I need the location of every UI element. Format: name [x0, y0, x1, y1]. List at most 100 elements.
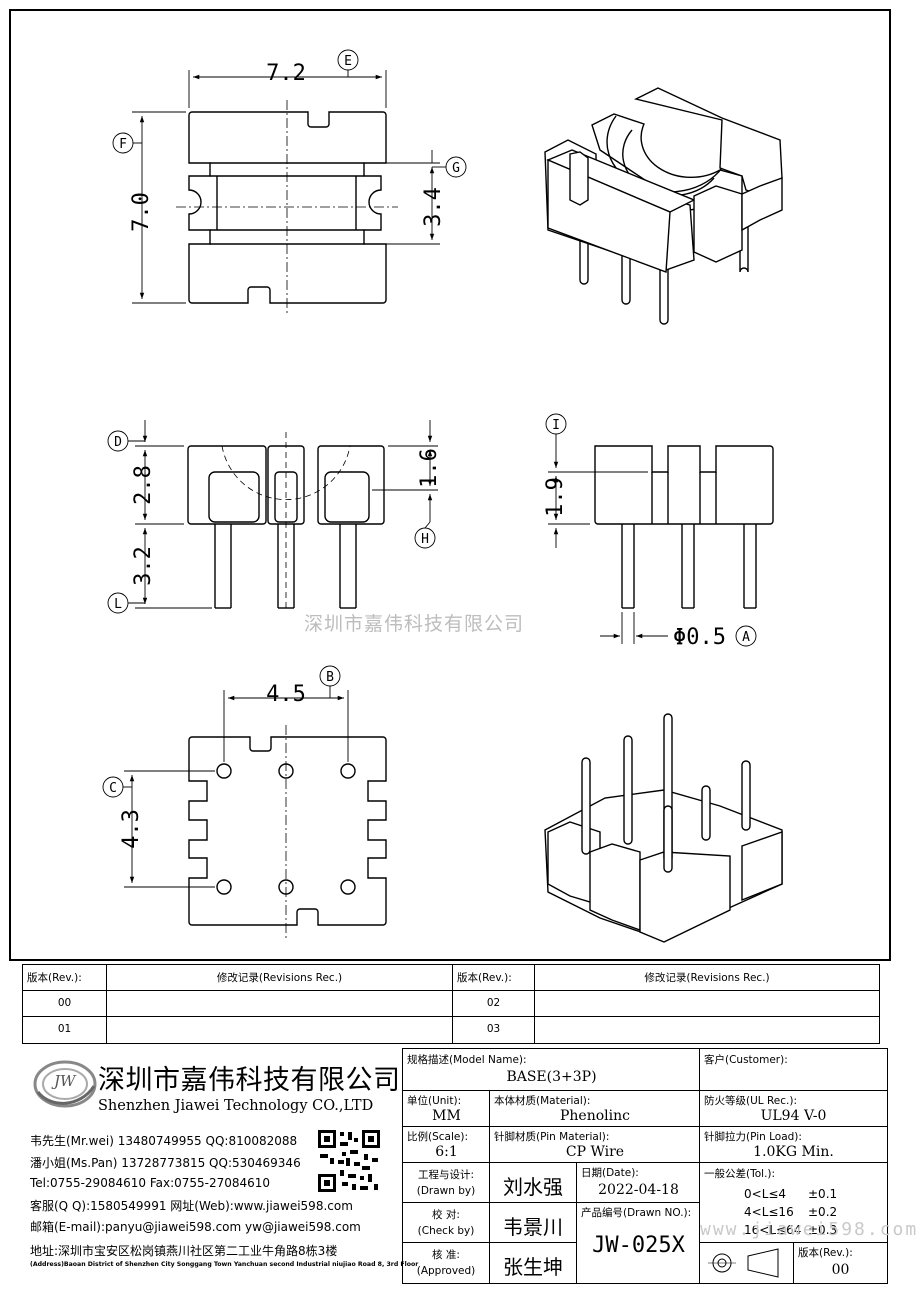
company-logo-text: JW: [54, 1072, 76, 1090]
side-view: [594, 445, 774, 609]
scale-label: 比例(Scale):: [407, 1131, 468, 1143]
revisions-table: 版本(Rev.): 修改记录(Revisions Rec.) 版本(Rev.):…: [22, 964, 880, 1044]
pin-material-label: 针脚材质(Pin Material):: [494, 1131, 610, 1143]
ul-label: 防火等级(UL Rec.):: [704, 1095, 797, 1107]
pin-material-cell: 针脚材质(Pin Material): CP Wire: [490, 1127, 700, 1163]
check-value: 韦景川: [490, 1203, 577, 1243]
pin-material-value: CP Wire: [565, 1144, 625, 1160]
customer-cell: 客户(Customer):: [700, 1049, 887, 1091]
rev-row-1-left: 01: [23, 1017, 107, 1043]
contact-line-5: 地址:深圳市宝安区松岗镇燕川社区第二工业牛角路8栋3楼: [30, 1244, 338, 1258]
front-view-hidden: [221, 432, 351, 612]
drawn-value: 刘水强: [490, 1163, 577, 1203]
contact-line-1: 潘小姐(Ms.Pan) 13728773815 QQ:530469346: [30, 1156, 301, 1170]
tol-value-2: ±0.3: [808, 1223, 838, 1237]
approve-label-cell: 核 准: (Approved): [403, 1243, 490, 1283]
tolerance-cell: 一般公差(Tol.): 0<L≤4 ±0.1 4<L≤16 ±0.2 16<L≤…: [700, 1163, 887, 1243]
rec-header-right: 修改记录(Revisions Rec.): [535, 965, 879, 991]
dim-side-height: 1.9: [543, 477, 568, 517]
tol-value-0: ±0.1: [808, 1187, 838, 1201]
drawing-no-cell: 产品编号(Drawn NO.): JW-025X: [577, 1203, 700, 1283]
rev-label: 版本(Rev.):: [798, 1247, 853, 1259]
dim-pin-pitch-y: 4.3: [119, 809, 144, 849]
watermark: 深圳市嘉伟科技有限公司: [304, 613, 525, 635]
tol-range-2: 16<L≤64: [744, 1223, 802, 1237]
approve-label-en: (Approved): [416, 1265, 476, 1277]
model-label: 规格描述(Model Name):: [407, 1054, 527, 1066]
tag-b: B: [326, 670, 334, 685]
scale-cell: 比例(Scale): 6:1: [403, 1127, 490, 1163]
model-value: BASE(3+3P): [506, 1069, 597, 1085]
ul-cell: 防火等级(UL Rec.): UL94 V-0: [700, 1091, 887, 1127]
tag-e: E: [344, 54, 352, 69]
date-cell: 日期(Date): 2022-04-18: [577, 1163, 700, 1203]
date-value: 2022-04-18: [598, 1182, 679, 1198]
rev-header-right: 版本(Rev.):: [453, 965, 535, 991]
pin-load-value: 1.0KG Min.: [753, 1144, 834, 1160]
material-value: Phenolinc: [560, 1108, 630, 1124]
dim-width: 7.2: [266, 61, 306, 86]
rev-value: 00: [831, 1262, 850, 1278]
drawn-label-cell: 工程与设计: (Drawn by): [403, 1163, 490, 1203]
dim-pin-diameter: Φ0.5: [673, 625, 726, 650]
drawing-no-value: JW-025X: [592, 1233, 685, 1258]
dim-pin-length: 3.2: [131, 546, 156, 586]
unit-value: MM: [432, 1108, 461, 1124]
tag-h: H: [421, 532, 429, 547]
rev-header-left: 版本(Rev.):: [23, 965, 107, 991]
scale-value: 6:1: [435, 1144, 458, 1160]
bottom-view: [188, 736, 387, 926]
approve-label: 核 准:: [432, 1249, 460, 1261]
date-label: 日期(Date):: [581, 1167, 639, 1179]
tag-i: I: [552, 418, 560, 433]
qr-code-icon: [316, 1128, 382, 1194]
bottom-view-dimensions: [102, 665, 349, 888]
tag-l: L: [114, 597, 122, 612]
rec-row-0-left: [107, 991, 453, 1017]
top-view: [188, 111, 387, 304]
dim-height: 7.0: [129, 192, 154, 232]
check-label-cell: 校 对: (Check by): [403, 1203, 490, 1243]
tol-value-1: ±0.2: [808, 1205, 838, 1219]
company-name-cn: 深圳市嘉伟科技有限公司: [98, 1065, 401, 1096]
top-view-dimensions: [112, 49, 467, 304]
material-cell: 本体材质(Material): Phenolinc: [490, 1091, 700, 1127]
drawing-border: [9, 9, 891, 961]
tag-d: D: [114, 435, 122, 450]
unit-label: 单位(Unit):: [407, 1095, 462, 1107]
rec-row-1-right: [535, 1017, 879, 1043]
contact-line-3: 客服(Q Q):1580549991 网址(Web):www.jiawei598…: [30, 1199, 353, 1213]
contact-line-2: Tel:0755-29084610 Fax:0755-27084610: [30, 1176, 271, 1190]
tolerance-label: 一般公差(Tol.):: [704, 1168, 776, 1180]
rec-row-1-left: [107, 1017, 453, 1043]
company-logo-icon: [33, 1060, 97, 1108]
technical-drawing: 7.2 E 7.0 F 3.4 G: [9, 9, 891, 961]
tol-range-0: 0<L≤4: [744, 1187, 787, 1201]
tag-c: C: [109, 781, 117, 796]
company-name-en: Shenzhen Jiawei Technology CO.,LTD: [98, 1098, 374, 1114]
tol-range-1: 4<L≤16: [744, 1205, 794, 1219]
unit-cell: 单位(Unit): MM: [403, 1091, 490, 1127]
check-label-en: (Check by): [417, 1225, 475, 1237]
side-view-dimensions: [545, 413, 757, 647]
rev-row-0-right: 02: [453, 991, 535, 1017]
model-cell: 规格描述(Model Name): BASE(3+3P): [403, 1049, 700, 1091]
projection-symbol-icon: [708, 1248, 779, 1278]
top-view-centerlines: [176, 100, 398, 315]
material-label: 本体材质(Material):: [494, 1095, 591, 1107]
iso-view-bottom: [544, 713, 783, 943]
customer-label: 客户(Customer):: [704, 1054, 788, 1066]
rec-row-0-right: [535, 991, 879, 1017]
dim-slot-depth: 1.6: [417, 448, 442, 488]
rev-cell: 版本(Rev.): 00: [794, 1243, 887, 1283]
contact-line-0: 韦先生(Mr.wei) 13480749955 QQ:810082088: [30, 1134, 298, 1148]
tag-f: F: [119, 137, 127, 152]
dim-pin-pitch-x: 4.5: [266, 682, 306, 707]
drawing-no-label: 产品编号(Drawn NO.):: [581, 1207, 692, 1219]
dim-body-height: 2.8: [131, 465, 156, 505]
drawn-label-en: (Drawn by): [416, 1185, 476, 1197]
rev-row-0-left: 00: [23, 991, 107, 1017]
pin-load-cell: 针脚拉力(Pin Load): 1.0KG Min.: [700, 1127, 887, 1163]
address-en: (Address)Baoan District of Shenzhen City…: [30, 1261, 419, 1268]
rec-header-left: 修改记录(Revisions Rec.): [107, 965, 453, 991]
